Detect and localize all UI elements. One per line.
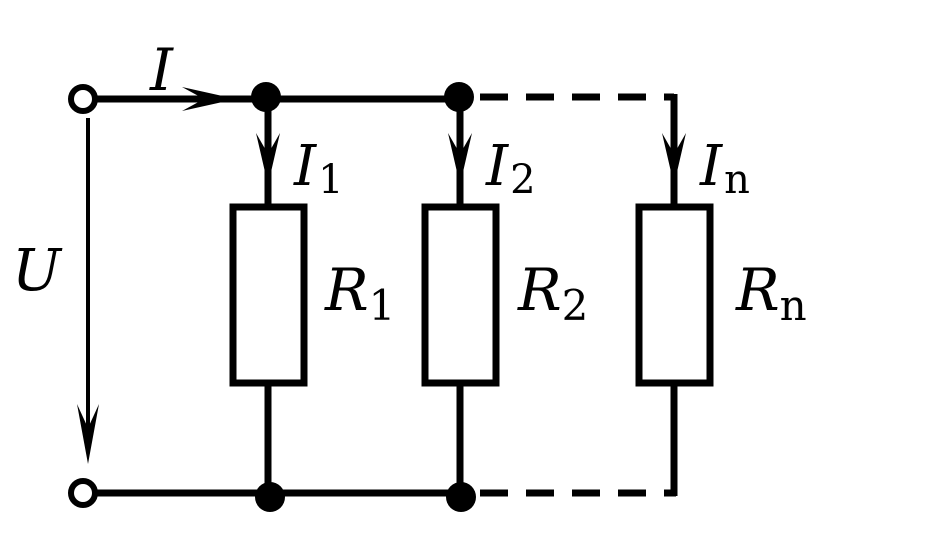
current-n-subscript: n [724,157,750,203]
resistor-2 [421,203,500,387]
current-n-label: In [699,134,750,203]
top-terminal [68,84,98,114]
current-1-subscript: 1 [318,157,343,203]
resistor-n [635,203,714,387]
resistor-n-subscript: n [780,281,807,330]
current-total-arrow [182,87,236,111]
resistor-n-label: Rn [735,256,807,330]
current-1-label: I1 [293,134,344,203]
voltage-arrow [77,118,99,464]
node-top-1 [251,82,281,112]
resistor-2-subscript: 2 [562,281,589,330]
resistor-1 [229,203,308,387]
node-top-2 [444,82,474,112]
current-1-arrow [256,133,280,185]
node-bottom-2 [446,482,476,512]
node-bottom-1 [255,482,285,512]
resistor-1-subscript: 1 [369,281,396,330]
current-total-label: I [149,36,174,104]
current-2-label: I2 [485,134,536,203]
resistor-2-label: R2 [517,256,588,330]
current-n-arrow [662,133,686,185]
resistor-1-label: R1 [324,256,395,330]
current-2-subscript: 2 [510,157,535,203]
current-2-arrow [448,133,472,185]
bottom-terminal [68,478,98,508]
voltage-label: U [12,236,63,304]
